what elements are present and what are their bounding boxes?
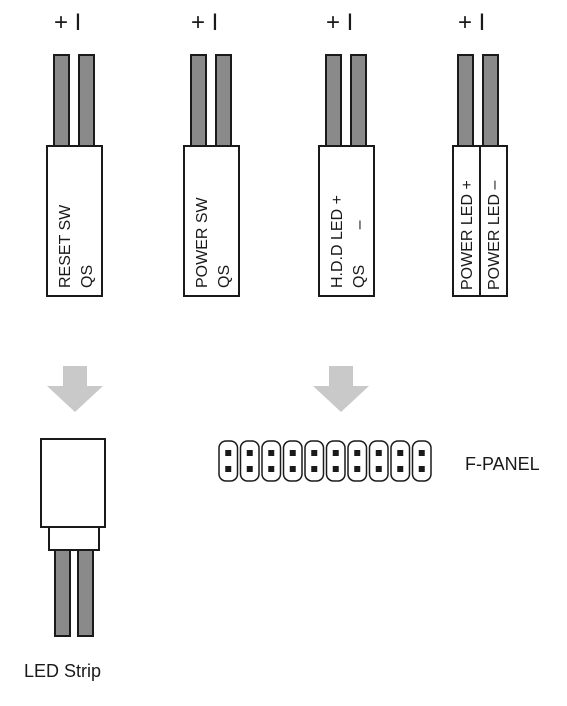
led-strip-collar	[48, 526, 100, 551]
connector-label-line2: QS	[79, 265, 96, 288]
wire-positive	[190, 54, 207, 148]
header-pin-column	[261, 440, 282, 482]
wire-negative	[482, 54, 499, 148]
header-pin-column	[304, 440, 325, 482]
header-pin	[246, 450, 253, 456]
header-pin	[397, 450, 404, 456]
header-pin-column	[218, 440, 239, 482]
connector-label-line2: QS –	[351, 220, 368, 288]
wire-positive	[325, 54, 342, 148]
led-strip-wire	[54, 549, 71, 637]
header-pin	[289, 466, 296, 472]
polarity-label: + I	[54, 9, 81, 36]
connector-label-line1: POWER SW	[194, 196, 211, 288]
connector-housing	[183, 145, 240, 297]
wire-positive	[53, 54, 70, 148]
wire-positive	[457, 54, 474, 148]
header-pin	[332, 450, 339, 456]
header-pin	[311, 450, 318, 456]
connector-hdd-led: + I H.D.D LED + QS –	[318, 9, 375, 297]
polarity-label: + I	[191, 9, 218, 36]
header-pin	[397, 466, 404, 472]
connector-power-sw: + I POWER SW QS	[183, 9, 240, 297]
down-arrow-icon	[313, 366, 369, 412]
header-pin	[418, 450, 425, 456]
polarity-label: + I	[458, 9, 485, 36]
header-pin	[375, 466, 382, 472]
wire-negative	[350, 54, 367, 148]
connector-housing-negative	[479, 145, 508, 297]
led-strip-housing	[40, 438, 106, 528]
header-pin	[311, 466, 318, 472]
header-pin-column	[282, 440, 303, 482]
header-pin	[332, 466, 339, 472]
connector-label-line2: POWER LED –	[486, 181, 503, 290]
header-pin-column	[347, 440, 368, 482]
header-pin	[354, 450, 361, 456]
connector-housing	[46, 145, 103, 297]
header-pin	[225, 466, 232, 472]
polarity-label: + I	[326, 9, 353, 36]
f-panel-header	[218, 440, 432, 482]
header-pin	[354, 466, 361, 472]
header-pin	[289, 450, 296, 456]
led-strip-label: LED Strip	[24, 661, 101, 681]
down-arrow-icon	[47, 366, 103, 412]
header-pin	[246, 466, 253, 472]
header-pin	[418, 466, 425, 472]
led-strip-wire	[77, 549, 94, 637]
header-pin-column	[368, 440, 389, 482]
connector-label-line2: QS	[216, 265, 233, 288]
led-strip-connector	[40, 438, 106, 637]
header-pin	[375, 450, 382, 456]
connector-label-line1: POWER LED +	[459, 180, 476, 290]
header-pin-column	[325, 440, 346, 482]
wire-negative	[78, 54, 95, 148]
connector-housing	[318, 145, 375, 297]
header-pin	[225, 450, 232, 456]
f-panel-label: F-PANEL	[465, 454, 540, 474]
header-pin	[268, 466, 275, 472]
header-pin-column	[239, 440, 260, 482]
connector-label-line1: H.D.D LED +	[329, 195, 346, 288]
header-pin-column	[411, 440, 432, 482]
connector-reset-sw: + I RESET SW QS	[46, 9, 103, 297]
header-pin-column	[390, 440, 411, 482]
connector-power-led: + I POWER LED + POWER LED –	[452, 9, 508, 297]
header-pin	[268, 450, 275, 456]
wire-negative	[215, 54, 232, 148]
connector-label-line1: RESET SW	[57, 204, 74, 288]
